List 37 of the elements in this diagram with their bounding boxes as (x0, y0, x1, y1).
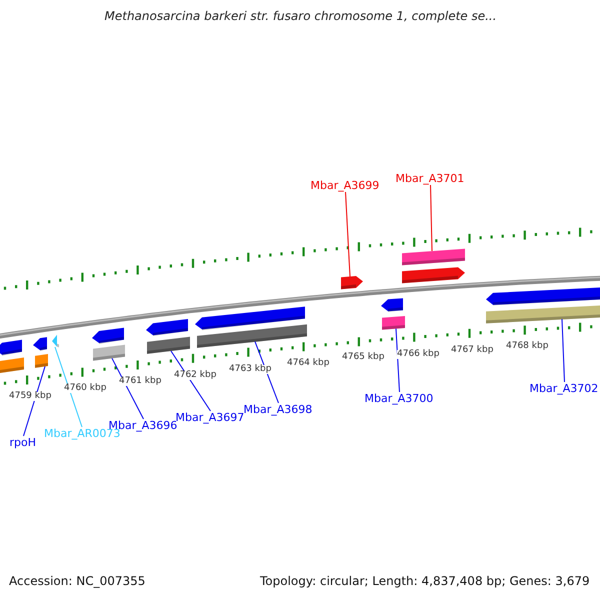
accession-info: Accession: NC_007355 (9, 575, 146, 587)
gene-feature (402, 248, 465, 266)
title: Methanosarcina barkeri str. fusaro chromosome 1, complete se... (104, 10, 497, 22)
scale-label: 4765 kbp (342, 352, 384, 362)
gene-label: Mbar_A3701 (396, 172, 464, 184)
gene-label: Mbar_A3697 (176, 412, 244, 422)
gene-label: Mbar_A3699 (310, 180, 380, 190)
gene-feature (147, 336, 190, 354)
gene-label: rpoH (10, 436, 36, 448)
leader-line (112, 358, 144, 420)
leader-line (345, 192, 350, 278)
leader-line (396, 328, 400, 392)
leader-line (562, 318, 565, 382)
gene-feature (35, 354, 48, 368)
leader-line (23, 366, 46, 436)
scale-label: 4760 kbp (64, 384, 106, 392)
leader-line (430, 184, 432, 252)
scale-label: 4759 kbp (9, 392, 52, 400)
gene-feature (486, 305, 600, 324)
scale-label: 4764 kbp (287, 358, 330, 368)
leader-line (54, 346, 82, 428)
gene-label: Mbar_A3700 (364, 392, 434, 404)
gene-label: Mbar_A3702 (530, 382, 598, 394)
gene-label: Mbar_A3696 (108, 420, 178, 430)
gene-feature (52, 334, 59, 348)
gene-feature (93, 344, 125, 361)
scale-label: 4763 kbp (229, 364, 272, 374)
scale-label: 4767 kbp (451, 346, 494, 354)
scale-label: 4762 kbp (174, 370, 216, 380)
scale-label: 4766 kbp (397, 350, 440, 358)
scale-label: 4768 kbp (506, 342, 548, 350)
gene-feature (341, 276, 363, 290)
gene-feature (382, 316, 405, 330)
gene-label: Mbar_A3698 (244, 404, 312, 414)
gene-feature (197, 324, 307, 348)
scale-label: 4761 kbp (119, 376, 162, 386)
sequence-info: Topology: circular; Length: 4,837,408 bp; Genes: 3,679 (260, 575, 590, 587)
